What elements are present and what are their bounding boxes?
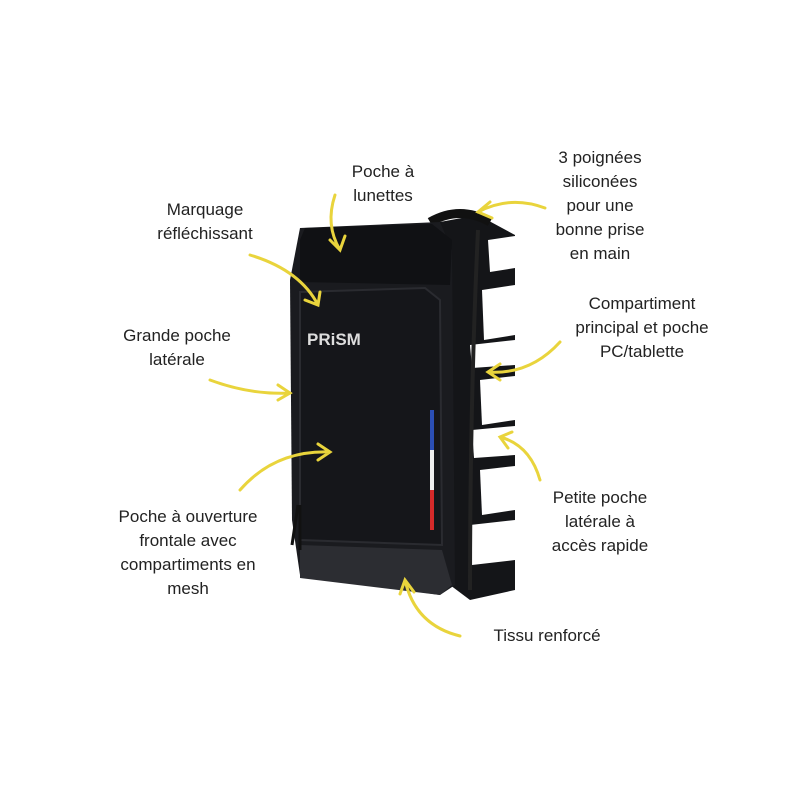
label-line: Compartiment	[588, 294, 696, 313]
label-line: siliconées	[562, 172, 638, 191]
front-pocket-panel	[299, 286, 444, 547]
label-line: bonne prise	[555, 220, 645, 239]
label-line: frontale avec	[139, 531, 237, 550]
label-line: Grande poche	[123, 326, 231, 345]
label-line: compartiments en	[120, 555, 256, 574]
zipper-pull	[290, 504, 302, 550]
label-line: accès rapide	[551, 536, 649, 555]
flag-stripe-blue	[430, 410, 434, 450]
arrow-small-side	[497, 430, 542, 482]
label-line: lunettes	[353, 186, 413, 205]
label-line: latérale à	[565, 512, 635, 531]
label-line: Poche à ouverture	[118, 507, 258, 526]
label-front-pocket: Poche à ouverture frontale avec compartime…	[119, 505, 258, 601]
label-large-side-pocket: Grande poche latérale	[123, 324, 231, 372]
brand-logo: PRiSM	[307, 330, 361, 349]
label-line: PC/tablette	[599, 342, 685, 361]
annotation-arrows	[208, 193, 562, 638]
side-print-stripes	[470, 236, 515, 565]
label-reflective-marking: Marquage réfléchissant	[157, 198, 252, 246]
reinforced-bottom	[300, 545, 452, 595]
label-line: principal et poche	[575, 318, 709, 337]
label-line: Marquage	[166, 200, 244, 219]
top-glasses-pocket	[300, 224, 452, 285]
arrow-fabric	[398, 576, 462, 638]
label-line: Tissu renforcé	[493, 626, 601, 645]
label-line: latérale	[149, 350, 205, 369]
flag-stripe-red	[430, 490, 434, 530]
arrow-glasses-pocket	[328, 193, 347, 253]
top-handle	[427, 209, 493, 226]
label-line: Poche à	[351, 162, 415, 181]
label-line: pour une	[566, 196, 634, 215]
label-glasses-pocket: Poche à lunettes	[352, 160, 414, 208]
arrow-main	[485, 340, 562, 382]
label-handles: 3 poignées siliconées pour une bonne prise e…	[556, 146, 645, 266]
arrow-large-side	[208, 378, 293, 402]
label-line: Petite poche	[552, 488, 648, 507]
arrow-front-pocket	[238, 442, 333, 492]
label-small-side-pocket: Petite poche latérale à accès rapide	[552, 486, 648, 558]
arrow-reflective	[248, 253, 322, 308]
label-line: 3 poignées	[558, 148, 642, 167]
arrow-handles	[475, 200, 547, 220]
label-line: mesh	[167, 579, 209, 598]
label-line: en main	[569, 244, 631, 263]
label-reinforced-fabric: Tissu renforcé	[493, 624, 600, 648]
flag-stripe-white	[430, 450, 434, 490]
side-strap	[468, 229, 480, 591]
label-line: réfléchissant	[157, 224, 253, 243]
